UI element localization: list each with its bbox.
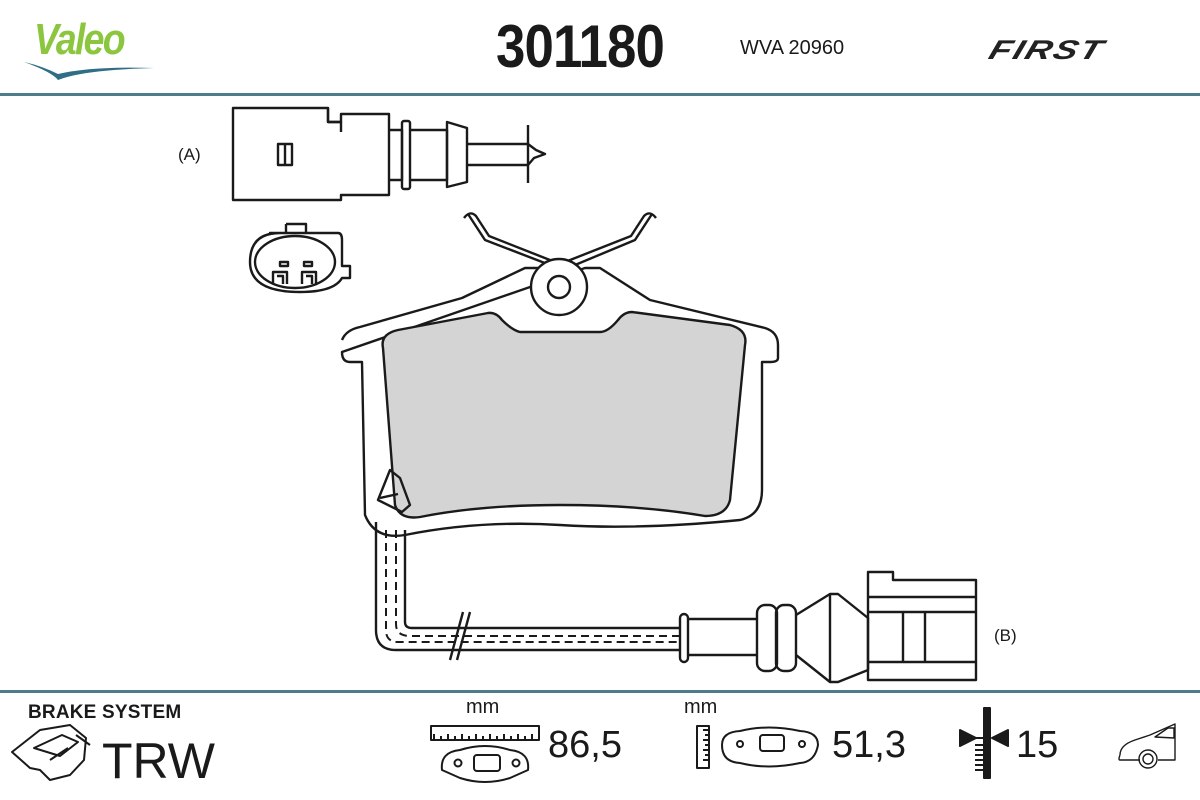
caliper-icon xyxy=(11,724,91,781)
connector-b-icon xyxy=(678,570,978,684)
footer-divider xyxy=(0,690,1200,693)
rear-axle-car-icon xyxy=(1118,723,1176,769)
thickness-value: 15 xyxy=(1016,724,1059,766)
width-unit: mm xyxy=(466,696,500,718)
wear-sensor-wire-icon xyxy=(374,522,680,661)
connector-a-side-icon xyxy=(231,106,547,202)
connector-b-label: (B) xyxy=(994,626,1017,645)
connector-a-front-icon xyxy=(248,222,352,294)
height-unit: mm xyxy=(684,696,718,718)
thickness-icon xyxy=(959,707,1009,779)
width-value: 86,5 xyxy=(548,724,622,766)
brake-system-brand: TRW xyxy=(102,733,215,789)
part-number: 301180 xyxy=(496,13,665,80)
valeo-swoosh-icon xyxy=(24,62,154,80)
brand-name: Valeo xyxy=(34,15,126,64)
pad-width-icon xyxy=(430,725,540,783)
brake-system-label: BRAKE SYSTEM xyxy=(28,702,182,723)
brake-pad-icon xyxy=(340,212,780,537)
header-divider xyxy=(0,93,1200,96)
pad-height-icon xyxy=(696,725,819,769)
height-value: 51,3 xyxy=(832,724,906,766)
wva-number: WVA 20960 xyxy=(740,37,845,59)
connector-a-label: (A) xyxy=(178,145,201,164)
valeo-logo: Valeo xyxy=(22,10,172,80)
